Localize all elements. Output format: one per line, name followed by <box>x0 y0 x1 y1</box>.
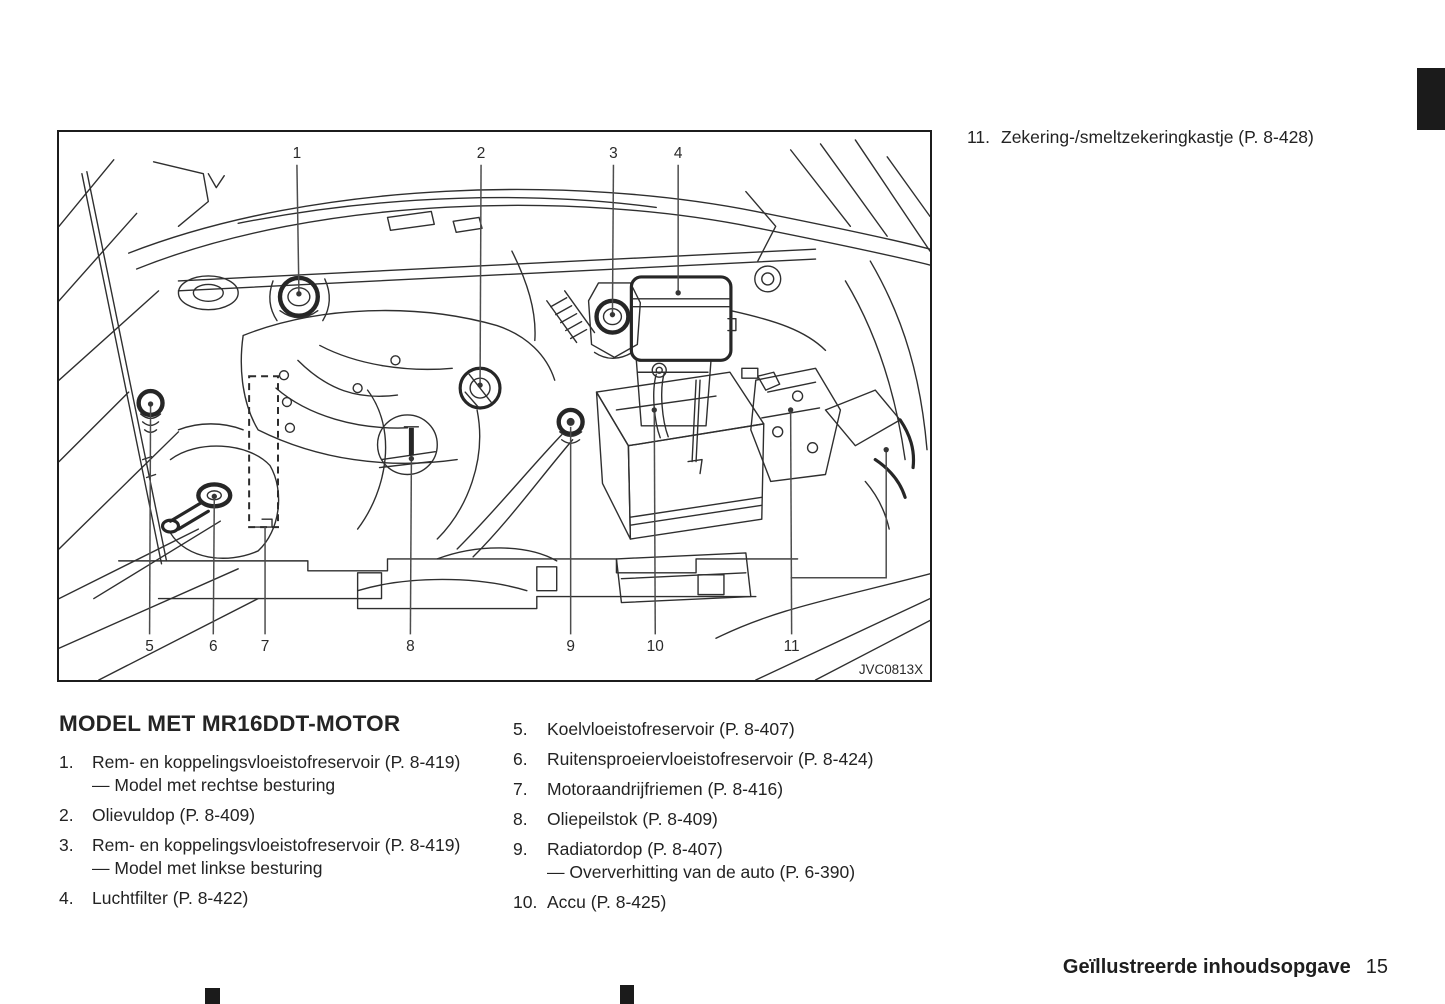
legend-item-6: 6. Ruitensproeiervloeistofreservoir (P. … <box>513 748 943 771</box>
item-number: 6. <box>513 749 528 769</box>
callout-11: 11 <box>784 407 889 655</box>
item-label: Motoraandrijfriemen (P. 8-416) <box>547 779 784 799</box>
item-sublabel: — Oververhitting van de auto (P. 6-390) <box>547 862 856 882</box>
footer-page-number: 15 <box>1365 956 1388 978</box>
callout-2-number: 2 <box>477 145 486 162</box>
washer-fluid-filler <box>160 482 233 534</box>
item-number: 4. <box>59 888 74 908</box>
item-number: 9. <box>513 839 528 859</box>
legend-item-5: 5. Koelvloeistofreservoir (P. 8-407) <box>513 718 943 741</box>
callout-11-number: 11 <box>784 638 800 655</box>
item-number: 7. <box>513 779 528 799</box>
callout-4: 4 <box>674 145 683 296</box>
legend-left-column: MODEL MET MR16DDT-MOTOR 1. Rem- en koppe… <box>59 711 524 917</box>
engine-diagram: 1 2 3 4 5 <box>59 139 930 680</box>
callout-6: 6 <box>209 493 218 655</box>
engine-line-art <box>59 139 930 680</box>
callout-3-number: 3 <box>609 145 618 162</box>
item-label: Koelvloeistofreservoir (P. 8-407) <box>547 719 795 739</box>
callout-2: 2 <box>477 145 486 388</box>
registration-mark <box>620 985 634 1004</box>
callout-7: 7 <box>261 527 270 655</box>
item-label: Radiatordop (P. 8-407) <box>547 839 723 859</box>
drive-belt-area <box>248 375 279 529</box>
item-label: Rem- en koppelingsvloeistofreservoir (P.… <box>92 835 461 855</box>
legend-item-8: 8. Oliepeilstok (P. 8-409) <box>513 808 943 831</box>
legend-item-2: 2. Olievuldop (P. 8-409) <box>59 804 524 827</box>
callout-6-number: 6 <box>209 638 218 655</box>
callout-8-number: 8 <box>406 638 415 655</box>
legend-item-4: 4. Luchtfilter (P. 8-422) <box>59 887 524 910</box>
callout-7-number: 7 <box>261 638 270 655</box>
figure-code: JVC0813X <box>859 662 923 677</box>
item-number: 5. <box>513 719 528 739</box>
legend-item-7: 7. Motoraandrijfriemen (P. 8-416) <box>513 778 943 801</box>
callout-3: 3 <box>609 145 618 318</box>
legend-item-1: 1. Rem- en koppelingsvloeistofreservoir … <box>59 751 524 797</box>
section-print-tab <box>1417 68 1445 130</box>
item-number: 8. <box>513 809 528 829</box>
legend-item-10: 10. Accu (P. 8-425) <box>513 891 943 914</box>
item-number: 2. <box>59 805 74 825</box>
callout-8: 8 <box>406 455 415 655</box>
legend-item-11: 11. Zekering-/smeltzekeringkastje (P. 8-… <box>967 126 1397 149</box>
engine-diagram-frame: 1 2 3 4 5 <box>57 130 932 682</box>
callout-1-number: 1 <box>293 145 302 162</box>
item-label: Accu (P. 8-425) <box>547 892 667 912</box>
fuse-box-area <box>750 367 916 530</box>
section-title: MODEL MET MR16DDT-MOTOR <box>59 711 401 736</box>
item-label: Luchtfilter (P. 8-422) <box>92 888 249 908</box>
item-label: Oliepeilstok (P. 8-409) <box>547 809 718 829</box>
item-label: Rem- en koppelingsvloeistofreservoir (P.… <box>92 752 461 772</box>
callout-5: 5 <box>145 401 154 655</box>
callout-4-number: 4 <box>674 145 683 162</box>
oil-dipstick <box>376 414 438 476</box>
item-label: Olievuldop (P. 8-409) <box>92 805 256 825</box>
callout-9-number: 9 <box>566 638 575 655</box>
item-sublabel: — Model met rechtse besturing <box>92 775 336 795</box>
callout-5-number: 5 <box>145 638 154 655</box>
item-number: 3. <box>59 835 74 855</box>
page-footer: Geïllustreerde inhoudsopgave 15 <box>1063 956 1388 979</box>
battery <box>595 362 781 540</box>
footer-chapter-title: Geïllustreerde inhoudsopgave <box>1062 956 1351 978</box>
air-filter-box <box>629 275 737 362</box>
hood-prop-rod <box>81 173 163 565</box>
legend-item-number: 11. <box>967 127 991 147</box>
legend-item-label: Zekering-/smeltzekeringkastje (P. 8-428) <box>1001 127 1314 147</box>
callout-10-number: 10 <box>647 638 664 655</box>
callout-10: 10 <box>647 407 664 655</box>
item-sublabel: — Model met linkse besturing <box>92 858 323 878</box>
item-number: 1. <box>59 752 74 772</box>
callout-9: 9 <box>566 426 575 655</box>
legend-item-3: 3. Rem- en koppelingsvloeistofreservoir … <box>59 834 524 880</box>
item-number: 10. <box>513 892 538 912</box>
registration-mark <box>205 988 220 1004</box>
legend-right-column: 5. Koelvloeistofreservoir (P. 8-407) 6. … <box>513 718 943 921</box>
callouts: 1 2 3 4 5 <box>145 145 889 655</box>
legend-item-9: 9. Radiatordop (P. 8-407) — Oververhitti… <box>513 838 943 884</box>
callout-1: 1 <box>293 145 302 297</box>
item-label: Ruitensproeiervloeistofreservoir (P. 8-4… <box>547 749 874 769</box>
